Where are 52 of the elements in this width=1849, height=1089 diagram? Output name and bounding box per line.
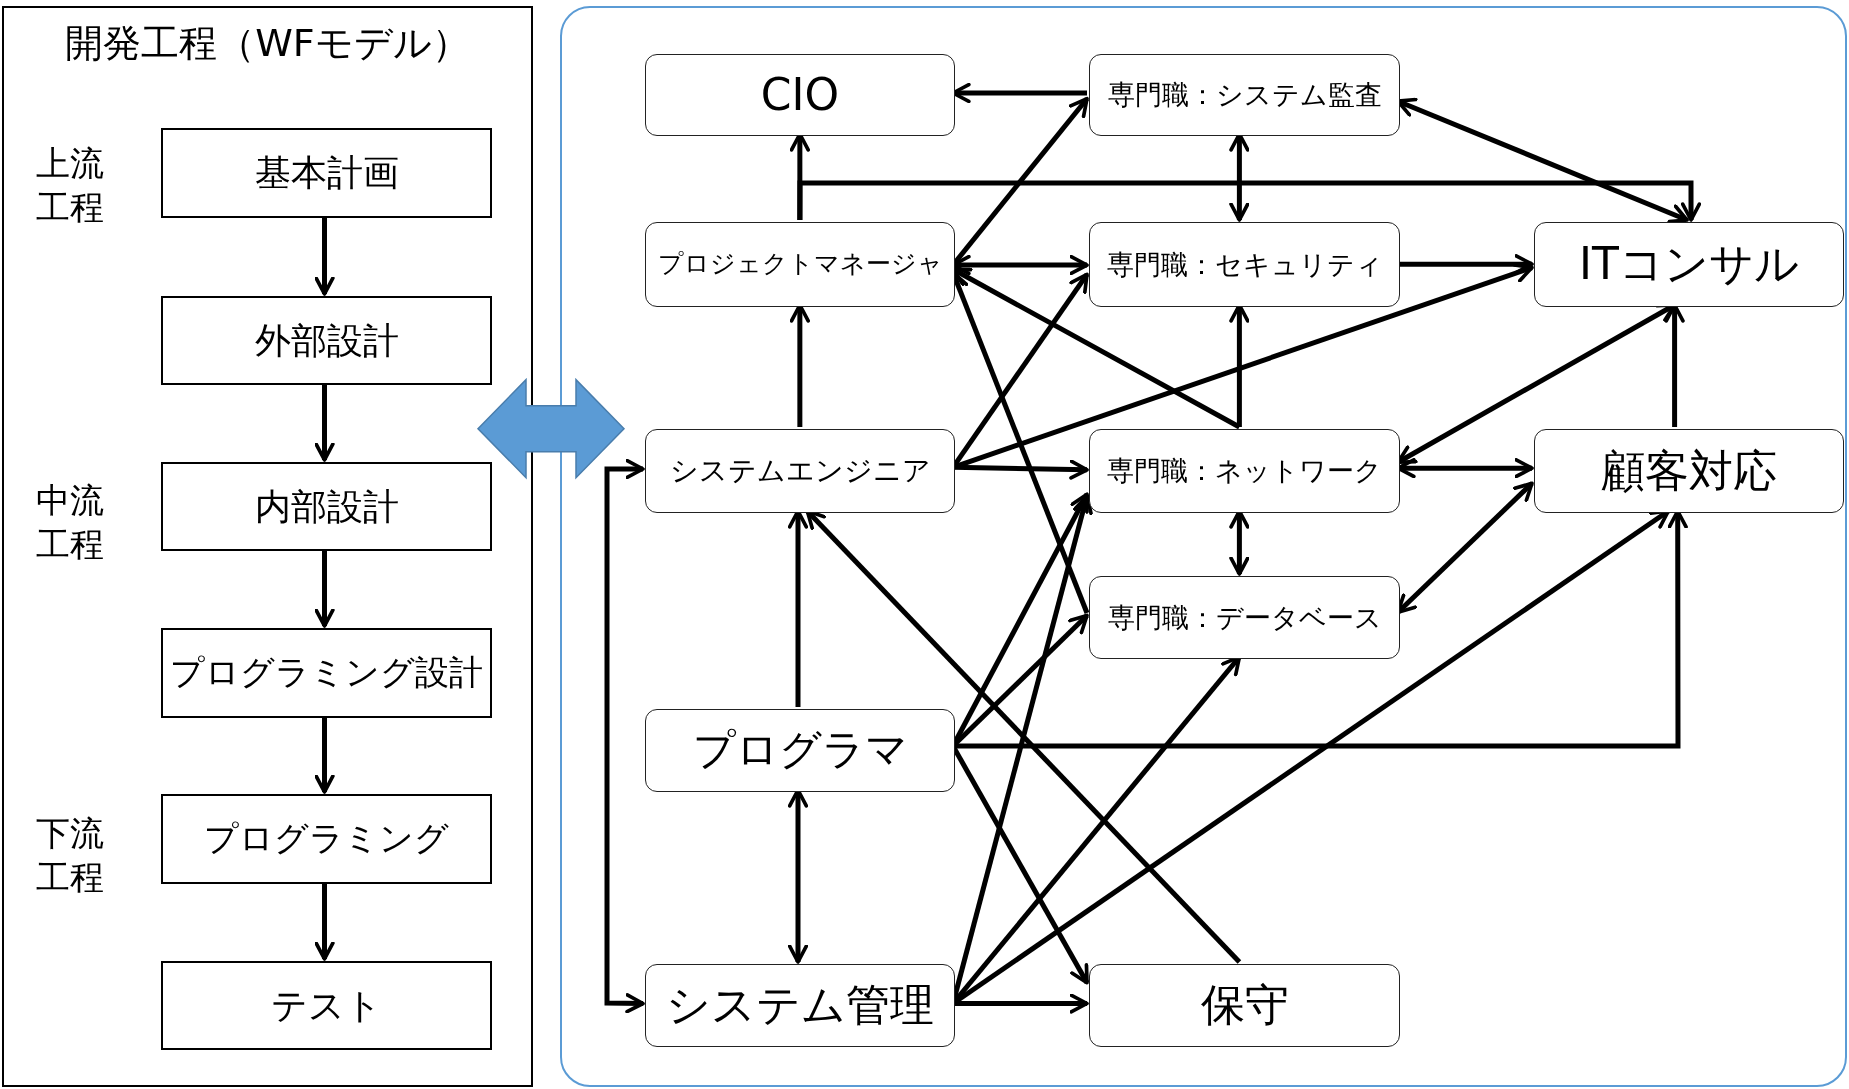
arrow [952,459,1089,480]
role-label: 専門職：セキュリティ [1106,248,1383,280]
step-label: 基本計画 [254,152,399,194]
double-block-arrow [476,377,626,480]
step-label: プログラミング設計 [170,653,483,693]
role-label: CIO [760,69,840,121]
role-label: 専門職：データベース [1107,601,1382,633]
role-label: プロジェクトマネージャ [657,250,943,279]
role-box [645,429,955,513]
elbow-arrow [604,458,645,1014]
arrow [953,993,1089,1014]
role-box [645,709,955,792]
arrow [314,383,335,462]
panel-title: 開発工程（WFモデル） [65,22,470,66]
role-label: 顧客対応 [1601,445,1777,497]
role-label: 専門職：システム監査 [1107,79,1382,111]
role-label: プログラマ [692,726,908,775]
elbow-arrow [797,180,1702,222]
process-panel [2,6,533,1087]
role-panel [560,6,1847,1087]
step-label: テスト [271,984,382,1027]
step-label: 外部設計 [254,319,399,362]
role-box [1089,222,1400,307]
role-box [1089,964,1400,1047]
arrow [314,549,335,628]
process-box [161,128,492,218]
role-label: 専門職：ネットワーク [1107,455,1382,487]
role-label: システムエンジニア [669,454,931,488]
process-box [161,462,492,551]
role-box [1089,429,1400,513]
process-box [161,628,492,718]
arrow [314,882,335,961]
role-box [1534,429,1844,513]
role-box [1089,54,1400,136]
role-box [645,222,955,307]
arrow [314,716,335,794]
role-box [645,964,955,1047]
stage-label: 中流工程 [36,479,105,567]
role-box [1534,222,1844,307]
process-box [161,296,492,385]
role-box [1089,576,1400,659]
step-label: 内部設計 [254,485,399,528]
arrow [314,216,335,296]
stage-label: 下流工程 [36,812,105,900]
role-label: 保守 [1200,980,1289,1031]
step-label: プログラミング [204,819,449,859]
stage-label: 上流工程 [36,142,105,230]
process-box [161,794,492,884]
process-box [161,961,492,1050]
role-label: システム管理 [666,980,934,1031]
role-box [645,54,955,136]
role-label: ITコンサル [1579,239,1799,290]
